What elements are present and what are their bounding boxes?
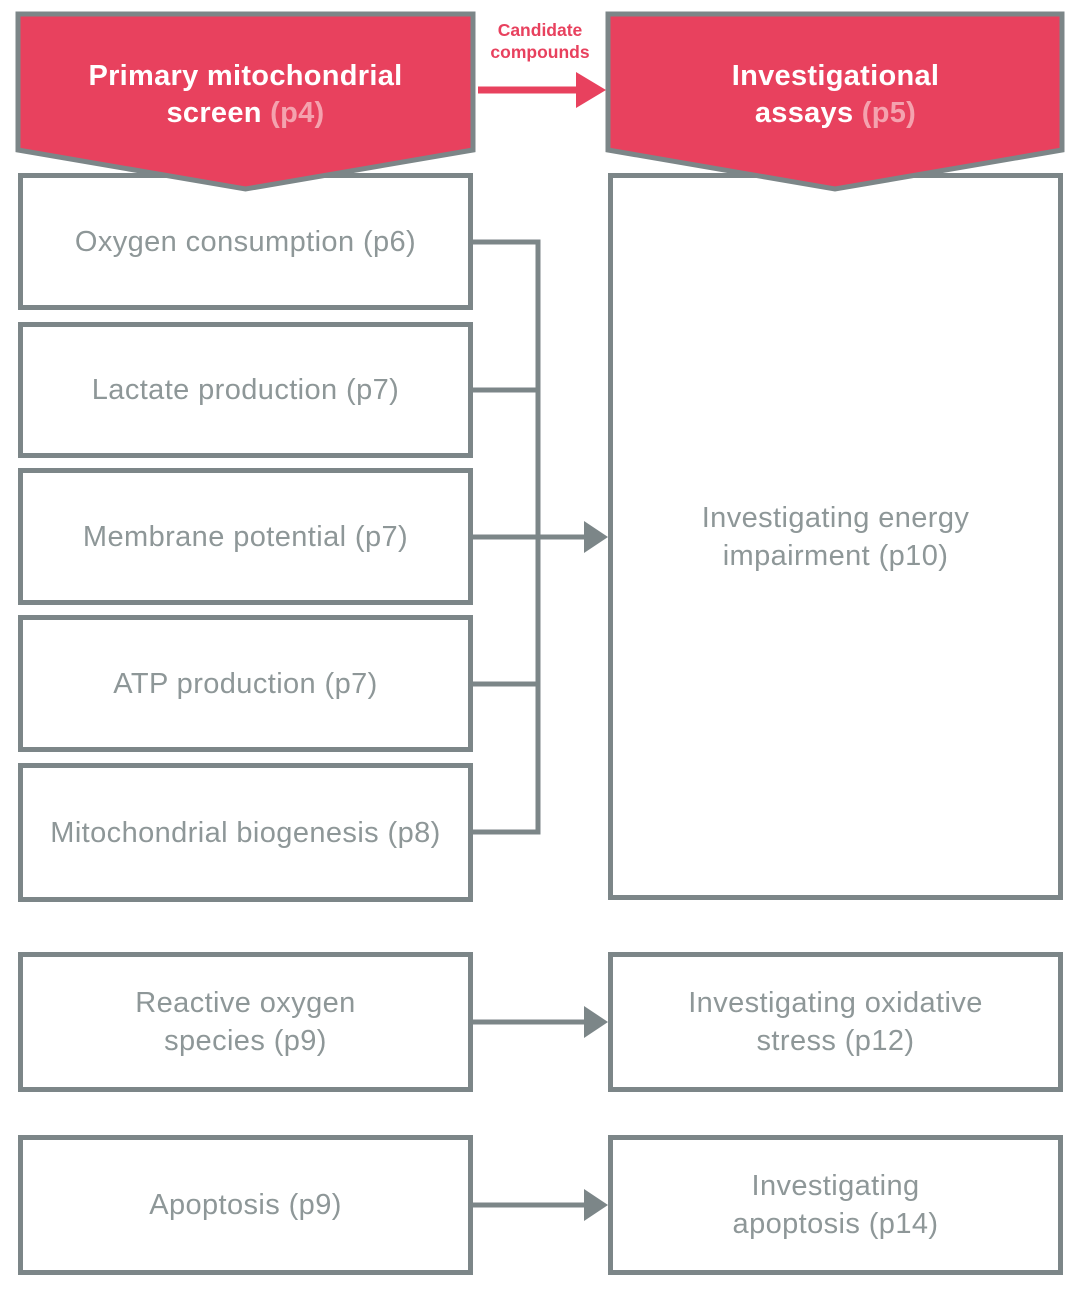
box-label: Lactate production (p7) bbox=[91, 374, 400, 406]
assays-banner-title: Investigational assays (p5) bbox=[731, 60, 940, 129]
box-investigating-energy-impairment: Investigating energy impairment (p10) bbox=[608, 173, 1063, 900]
box-label: Mitochondrial biogenesis (p8) bbox=[50, 816, 441, 849]
arrow-head-oxidative-icon bbox=[584, 1006, 608, 1038]
arrow-head-apoptosis-icon bbox=[584, 1189, 608, 1221]
box-apoptosis: Apoptosis (p9) bbox=[18, 1135, 473, 1275]
primary-banner-title: Primary mitochondrial screen (p4) bbox=[88, 60, 403, 129]
banner-page-ref: (p5) bbox=[861, 97, 917, 129]
box-label: ATP production (p7) bbox=[113, 667, 378, 700]
box-atp-production: ATP production (p7) bbox=[18, 615, 473, 752]
candidate-arrow-head-icon bbox=[576, 72, 606, 108]
box-label: Membrane potential (p7) bbox=[82, 520, 409, 553]
box-investigating-oxidative-stress: Investigating oxidative stress (p12) bbox=[608, 952, 1063, 1092]
box-membrane-potential: Membrane potential (p7) bbox=[18, 468, 473, 605]
box-label: Reactive oxygen species (p9) bbox=[135, 987, 356, 1057]
box-lactate-production: Lactate production (p7) bbox=[18, 322, 473, 458]
box-label: Investigating energy impairment (p10) bbox=[701, 501, 970, 572]
box-label: Oxygen consumption (p6) bbox=[74, 225, 417, 258]
box-label: Investigating oxidative stress (p12) bbox=[688, 987, 983, 1057]
banner-page-ref: (p4) bbox=[270, 97, 325, 129]
box-investigating-apoptosis: Investigating apoptosis (p14) bbox=[608, 1135, 1063, 1275]
box-label: Apoptosis (p9) bbox=[149, 1189, 342, 1221]
candidate-compounds-label: Candidate compounds bbox=[490, 20, 590, 62]
box-oxygen-consumption: Oxygen consumption (p6) bbox=[18, 173, 473, 310]
arrow-head-energy-icon bbox=[584, 521, 608, 553]
box-reactive-oxygen-species: Reactive oxygen species (p9) bbox=[18, 952, 473, 1092]
box-mitochondrial-biogenesis: Mitochondrial biogenesis (p8) bbox=[18, 763, 473, 902]
box-label: Investigating apoptosis (p14) bbox=[732, 1170, 939, 1240]
